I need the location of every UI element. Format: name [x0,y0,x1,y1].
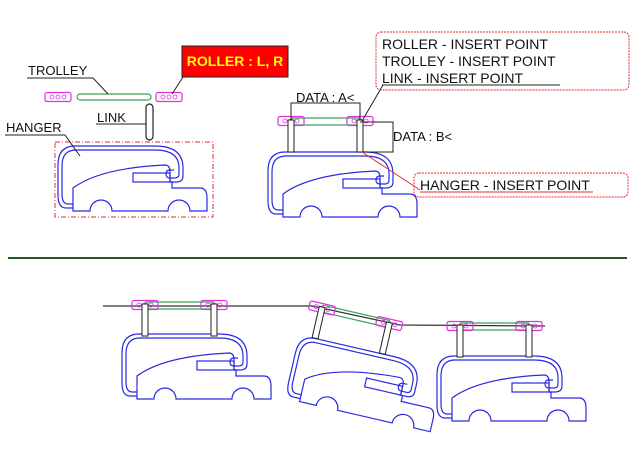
trolley-bar [76,93,152,101]
link-bar [145,103,154,141]
hanger-insert-callout-box [413,172,629,198]
roller-right [155,91,183,103]
data-b-label: DATA : B< [393,129,452,144]
trolley-assembly-2-tilted [302,301,403,357]
hanger-bounding-box [54,141,214,218]
hanger-2-tilted [284,334,446,433]
insert-point-view: DATA : A< DATA : B< ROLLER - INSERT POIN… [267,31,630,218]
data-a-label: DATA : A< [296,90,354,105]
hanger-3 [436,355,587,422]
link-insert-label: LINK - INSERT POINT [382,70,524,86]
roller-callout-box [181,45,289,78]
trolley-label: TROLLEY [28,63,88,78]
roller-left [44,91,72,103]
roller-insert-label: ROLLER - INSERT POINT [382,36,548,52]
hanger [267,151,418,218]
trolley-assembly-3 [447,322,542,358]
conveyor-sequence [103,301,587,433]
trolley-insert-label: TROLLEY - INSERT POINT [382,53,556,69]
link-label: LINK [97,110,126,125]
trolley-assembly [278,117,373,153]
roller-label: ROLLER : L, R [187,53,283,69]
hanger-1 [121,333,272,400]
exploded-view: TROLLEY LINK HANGER ROLLER : L, R [5,45,289,218]
hanger-label: HANGER [6,120,62,135]
insert-point-callout-box [375,31,630,91]
hanger-insert-label: HANGER - INSERT POINT [420,177,590,193]
